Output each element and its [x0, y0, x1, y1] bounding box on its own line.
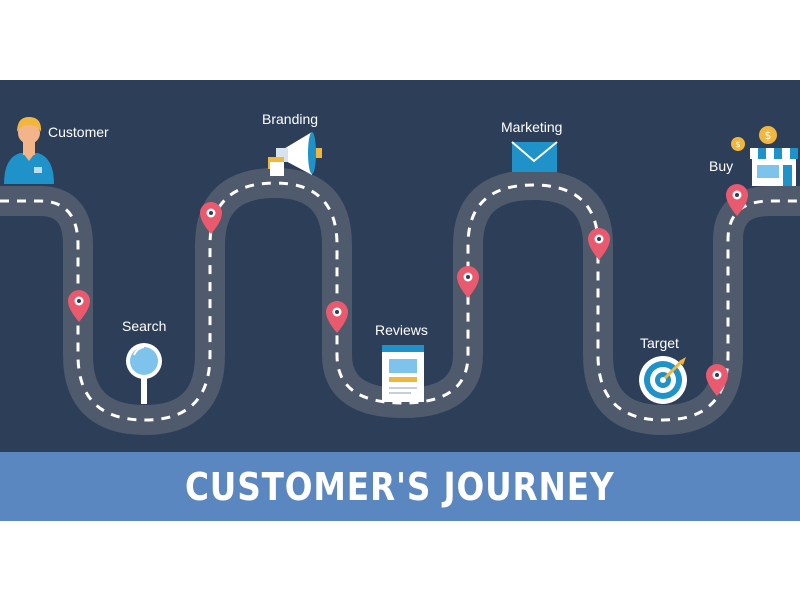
map-pin-icon: [200, 202, 222, 234]
stage-label-buy: Buy: [709, 158, 734, 174]
magnifier-icon: [126, 343, 162, 404]
customer-avatar-icon: [4, 117, 54, 184]
road-graphic: $ $: [0, 117, 800, 435]
map-pin-icon: [326, 301, 348, 333]
banner-title: CUSTOMER'S JOURNEY: [185, 464, 615, 509]
journey-diagram: $ $ Custo: [0, 80, 800, 452]
stage-label-reviews: Reviews: [375, 322, 428, 338]
stage-label-search: Search: [122, 318, 167, 334]
map-pin-icon: [588, 228, 610, 260]
stage-label-marketing: Marketing: [501, 119, 563, 135]
megaphone-icon: [268, 132, 322, 176]
svg-text:$: $: [735, 140, 740, 149]
stage-label-branding: Branding: [262, 111, 319, 127]
map-pin-icon: [68, 290, 90, 322]
stage-label-customer: Customer: [48, 124, 109, 140]
road-center-dashes: [0, 181, 800, 422]
envelope-icon: [511, 141, 558, 172]
title-banner: CUSTOMER'S JOURNEY: [0, 452, 800, 521]
storefront-icon: $ $: [731, 126, 798, 186]
target-icon: [639, 356, 687, 404]
stage-label-target: Target: [640, 335, 679, 351]
map-pin-icon: [706, 364, 728, 396]
review-page-icon: [382, 345, 424, 402]
map-pin-icon: [457, 266, 479, 298]
map-pin-icon: [726, 184, 748, 216]
svg-text:$: $: [765, 129, 772, 142]
